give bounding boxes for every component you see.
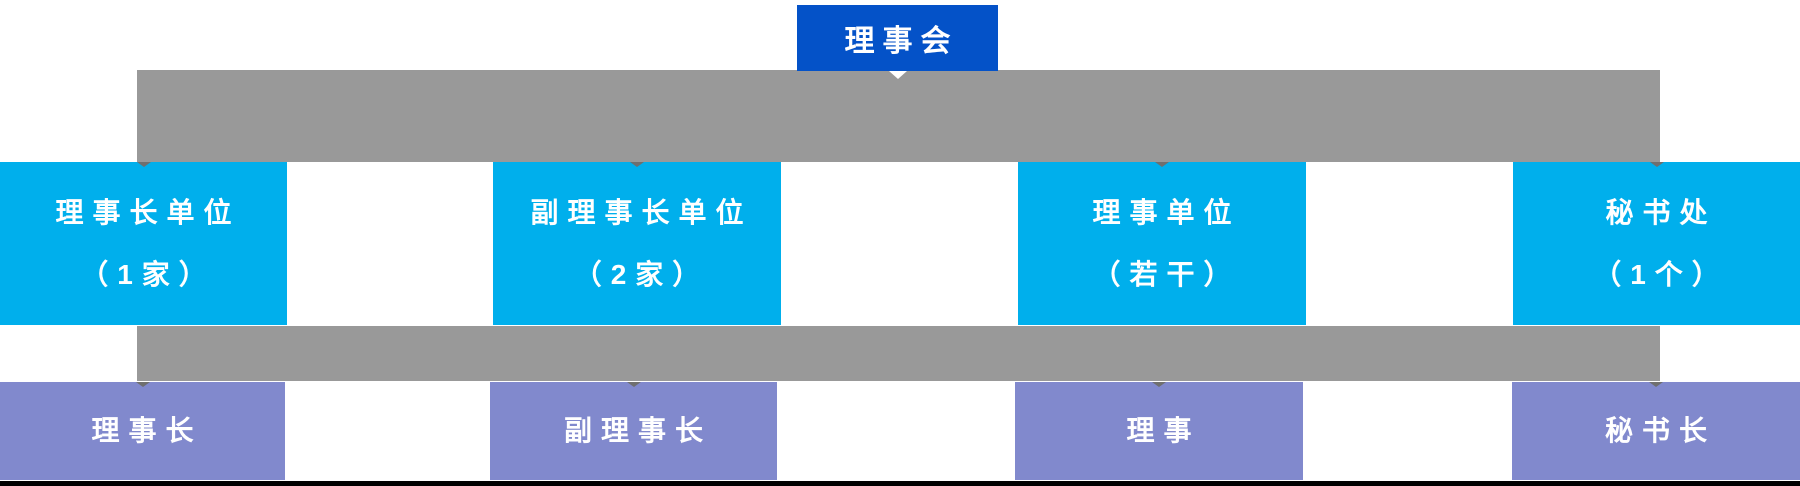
unit-count: （若干）	[1092, 258, 1241, 290]
down-arrowhead-icon	[1152, 382, 1166, 387]
unit-box-chairman-unit: 理事长单位 （1家）	[0, 162, 287, 325]
role-label: 理事	[1126, 415, 1201, 446]
unit-title: 理事长单位	[55, 196, 241, 228]
unit-box-secretariat: 秘书处 （1个）	[1513, 162, 1800, 325]
role-box-secretary-general: 秘书长	[1512, 382, 1800, 480]
down-arrowhead-icon	[1649, 162, 1664, 167]
connector-band-upper	[137, 70, 1660, 162]
role-box-director: 理事	[1015, 382, 1303, 480]
unit-title: 秘书处	[1605, 196, 1717, 228]
unit-title: 副理事长单位	[530, 196, 753, 228]
unit-count: （1家）	[80, 258, 216, 290]
down-arrowhead-icon	[630, 162, 644, 167]
role-label: 秘书长	[1604, 415, 1716, 446]
down-arrowhead-icon	[1155, 162, 1169, 167]
unit-count: （1个）	[1593, 258, 1729, 290]
unit-title: 理事单位	[1092, 196, 1241, 228]
down-arrow-icon	[888, 71, 907, 79]
down-arrowhead-icon	[135, 382, 150, 387]
unit-count: （2家）	[573, 258, 710, 290]
unit-box-director-unit: 理事单位 （若干）	[1018, 162, 1306, 325]
down-arrowhead-icon	[136, 162, 151, 167]
root-label: 理事会	[844, 25, 959, 58]
down-arrowhead-icon	[626, 382, 641, 387]
unit-box-vice-chairman-unit: 副理事长单位 （2家）	[493, 162, 781, 325]
role-label: 副理事长	[563, 415, 712, 446]
role-box-chairman: 理事长	[0, 382, 285, 480]
down-arrowhead-icon	[1649, 382, 1663, 387]
role-label: 理事长	[91, 415, 203, 446]
bottom-border-bar	[0, 481, 1800, 486]
root-box-council: 理事会	[797, 5, 998, 79]
connector-band-lower	[137, 326, 1660, 381]
role-box-vice-chairman: 副理事长	[490, 382, 777, 480]
